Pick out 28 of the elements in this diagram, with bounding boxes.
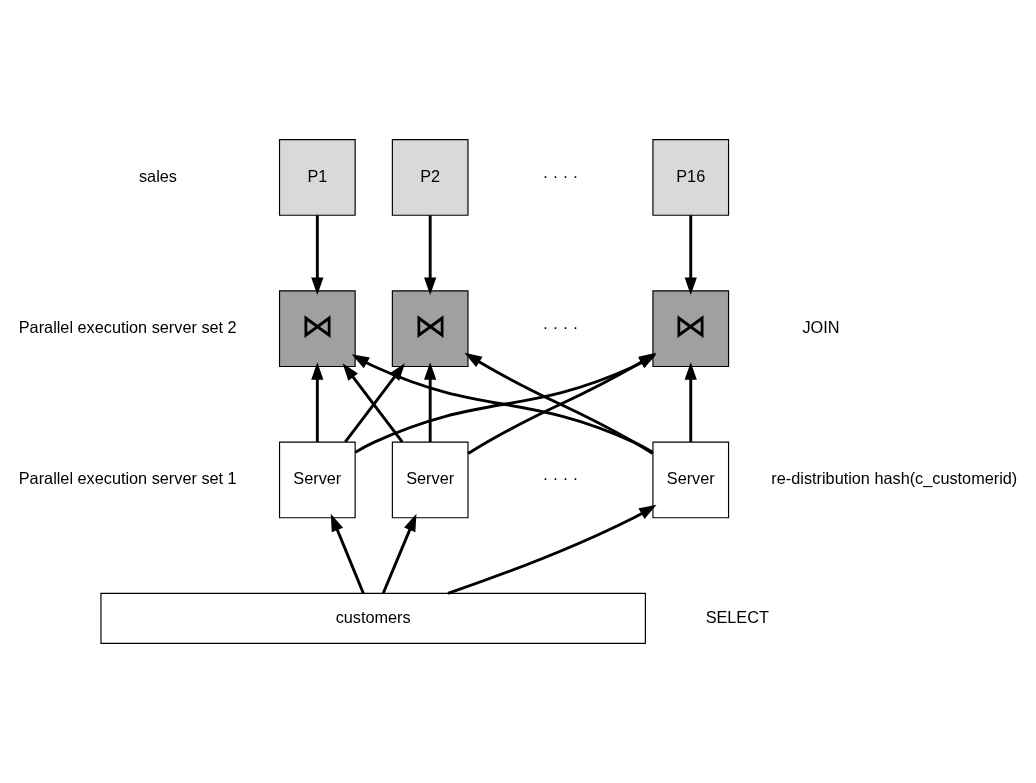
node-box: ⋈ <box>391 290 469 368</box>
arrow <box>330 513 365 594</box>
arrow <box>381 513 417 594</box>
node-box: P16 <box>652 139 730 216</box>
node-box: customers <box>100 592 646 644</box>
label: SELECT <box>705 607 769 626</box>
arrow <box>424 362 437 442</box>
node-box: Server <box>391 441 469 519</box>
node-box: ⋈ <box>652 290 730 368</box>
node-box: ⋈ <box>278 290 356 368</box>
arrow <box>684 215 697 296</box>
label: sales <box>138 166 177 185</box>
label: Parallel execution server set 1 <box>18 469 237 488</box>
node-box: Server <box>278 441 356 519</box>
node-box: P1 <box>278 139 356 216</box>
arrow <box>311 362 324 442</box>
node-box: P2 <box>391 139 469 216</box>
label: · · · · <box>542 166 579 185</box>
label: · · · · <box>542 469 579 488</box>
arrow <box>311 215 324 296</box>
label: · · · · <box>542 317 579 336</box>
node-box: Server <box>652 441 730 519</box>
arrow <box>684 362 697 442</box>
label: Parallel execution server set 2 <box>18 317 237 336</box>
label: re-distribution hash(c_customerid) <box>771 469 1018 488</box>
label: JOIN <box>802 317 840 336</box>
arrow <box>447 504 657 595</box>
arrow <box>424 215 437 296</box>
